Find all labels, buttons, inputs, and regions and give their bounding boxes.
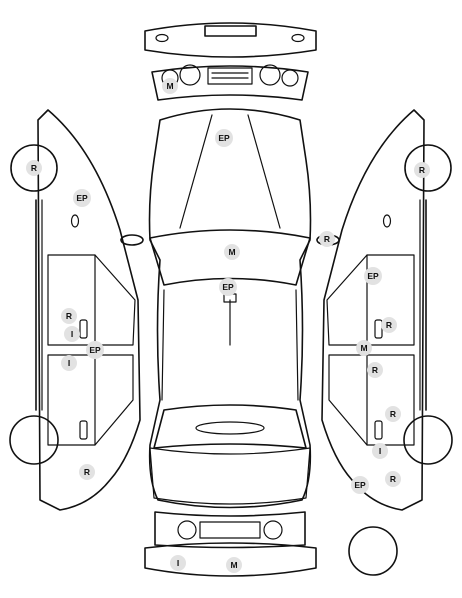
marker-dot (61, 308, 77, 324)
marker-dot (215, 129, 233, 147)
marker-dot (162, 78, 178, 94)
damage-marker-right-rear-ep: EP (351, 476, 369, 494)
marker-label: I (379, 446, 381, 456)
marker-label: M (166, 81, 173, 91)
marker-dot (73, 189, 91, 207)
damage-marker-rear-bumper-m: M (226, 557, 242, 573)
marker-dot (219, 278, 237, 296)
marker-label: R (66, 311, 72, 321)
marker-label: R (386, 320, 392, 330)
marker-label: R (372, 365, 378, 375)
damage-marker-right-rear-quarter-r1: R (385, 406, 401, 422)
marker-dot (385, 406, 401, 422)
damage-marker-right-mirror-r: R (319, 231, 335, 247)
marker-label: EP (367, 271, 379, 281)
marker-label: R (324, 234, 330, 244)
marker-dot (79, 464, 95, 480)
marker-label: I (177, 558, 179, 568)
damage-marker-left-front-wheel-r: R (26, 160, 42, 176)
rear-bumper-outline (144, 542, 317, 577)
damage-marker-left-rear-quarter-r: R (79, 464, 95, 480)
marker-label: R (390, 474, 396, 484)
marker-dot (64, 326, 80, 342)
damage-marker-windshield-m: M (224, 244, 240, 260)
damage-marker-right-rear-door-r: R (367, 362, 383, 378)
marker-label: I (68, 358, 70, 368)
marker-label: I (71, 329, 73, 339)
car-body-outline (120, 108, 340, 509)
right-side-outline (321, 109, 453, 511)
marker-label: M (230, 560, 237, 570)
marker-label: R (390, 409, 396, 419)
damage-marker-left-door-ep: EP (86, 341, 104, 359)
damage-marker-left-rear-door-i: I (61, 355, 77, 371)
marker-label: R (31, 163, 37, 173)
marker-dot (367, 362, 383, 378)
rear-grille-outline (154, 511, 306, 549)
spare-wheel-outline (348, 526, 398, 576)
marker-dot (356, 340, 372, 356)
marker-dot (381, 317, 397, 333)
damage-marker-rear-bumper-i: I (170, 555, 186, 571)
left-side-outline (9, 109, 141, 511)
marker-label: EP (354, 480, 366, 490)
marker-label: R (84, 467, 90, 477)
damage-marker-left-front-fender-ep: EP (73, 189, 91, 207)
marker-dot (224, 244, 240, 260)
marker-dot (364, 267, 382, 285)
marker-label: M (360, 343, 367, 353)
front-bumper-outline (144, 22, 317, 58)
marker-dot (26, 160, 42, 176)
marker-dot (372, 443, 388, 459)
damage-marker-right-front-door-r: R (381, 317, 397, 333)
damage-marker-right-front-door-ep: EP (364, 267, 382, 285)
marker-label: EP (76, 193, 88, 203)
damage-marker-front-bumper-m: M (162, 78, 178, 94)
damage-marker-right-front-wheel-r: R (414, 162, 430, 178)
damage-marker-left-front-door-i: I (64, 326, 80, 342)
marker-dot (226, 557, 242, 573)
marker-label: R (419, 165, 425, 175)
damage-marker-right-rear-quarter-i: I (372, 443, 388, 459)
marker-dot (351, 476, 369, 494)
marker-label: EP (89, 345, 101, 355)
marker-dot (414, 162, 430, 178)
marker-label: EP (218, 133, 230, 143)
marker-label: EP (222, 282, 234, 292)
damage-marker-hood-ep: EP (215, 129, 233, 147)
damage-marker-roof-ep: EP (219, 278, 237, 296)
marker-dot (86, 341, 104, 359)
marker-dot (319, 231, 335, 247)
damage-marker-right-door-m: M (356, 340, 372, 356)
marker-label: M (228, 247, 235, 257)
damage-marker-left-front-door-r: R (61, 308, 77, 324)
marker-dot (385, 471, 401, 487)
marker-dot (61, 355, 77, 371)
damage-marker-right-rear-quarter-r2: R (385, 471, 401, 487)
marker-dot (170, 555, 186, 571)
